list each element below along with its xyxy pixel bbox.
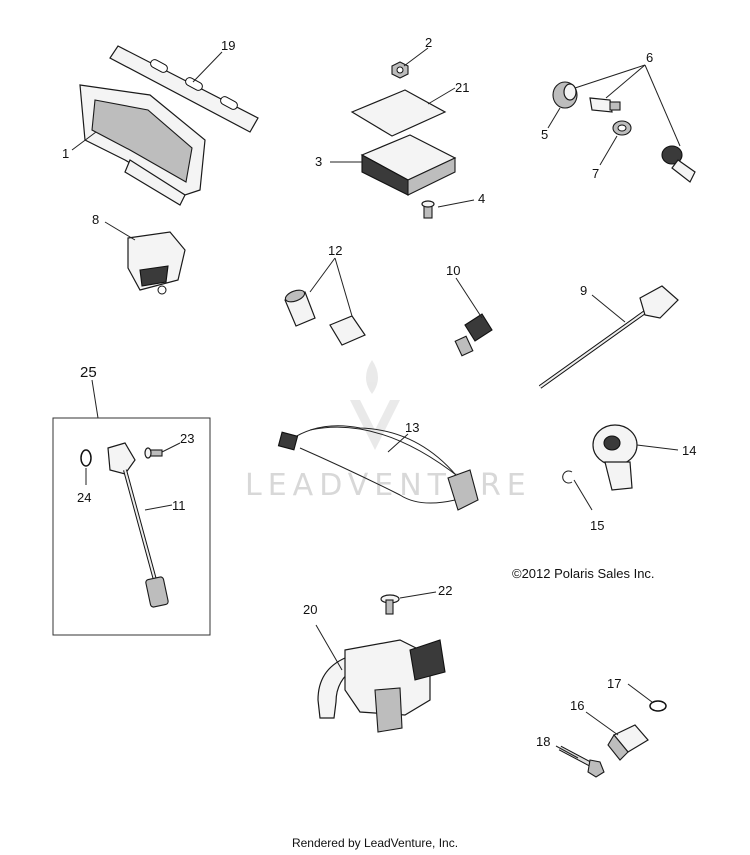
callout-3: 3 (315, 154, 322, 169)
part-7-washer (612, 120, 632, 136)
callout-19: 19 (221, 38, 235, 53)
callout-1: 1 (62, 146, 69, 161)
callout-24: 24 (77, 490, 91, 505)
footer-rendered-by: Rendered by LeadVenture, Inc. (291, 836, 459, 850)
part-19-bracket (109, 45, 259, 133)
part-14-knock-sensor (592, 424, 638, 491)
callout-16: 16 (570, 698, 584, 713)
part-17-oring (649, 700, 667, 712)
part-12-sleeves (284, 289, 366, 346)
part-20-valve-body (317, 639, 446, 733)
part-15-clip (562, 470, 573, 484)
callout-6: 6 (646, 50, 653, 65)
callout-15: 15 (590, 518, 604, 533)
part-21-cover (350, 89, 447, 137)
part-6-key (589, 97, 621, 113)
callout-25: 25 (80, 364, 97, 381)
part-5-cap (552, 81, 578, 109)
callout-11: 11 (172, 498, 186, 513)
callout-12: 12 (328, 243, 342, 258)
part-3-module (360, 134, 457, 196)
part-10-temp-sensor (454, 313, 493, 357)
callout-23: 23 (180, 431, 194, 446)
watermark-text: LEADVENTURE (245, 468, 532, 503)
callout-13: 13 (405, 420, 419, 435)
callout-2: 2 (425, 35, 432, 50)
part-11-sensor-lead (107, 442, 169, 608)
callout-20: 20 (303, 602, 317, 617)
part-9-probe (538, 285, 679, 389)
part-6-sensor (661, 145, 696, 183)
callout-10: 10 (446, 263, 460, 278)
callout-21: 21 (455, 80, 469, 95)
callout-4: 4 (478, 191, 485, 206)
callout-8: 8 (92, 212, 99, 227)
callout-9: 9 (580, 283, 587, 298)
callout-14: 14 (682, 443, 696, 458)
part-22-screw (380, 594, 400, 615)
callout-22: 22 (438, 583, 452, 598)
part-8-sensor (127, 231, 186, 295)
callout-18: 18 (536, 734, 550, 749)
callout-17: 17 (607, 676, 621, 691)
part-1-ecu (79, 84, 206, 206)
part-13-harness (277, 425, 479, 511)
part-24-oring (80, 449, 92, 467)
callout-5: 5 (541, 127, 548, 142)
callout-7: 7 (592, 166, 599, 181)
part-25-box (52, 417, 211, 636)
part-4-screw (421, 200, 435, 219)
part-23-screw (144, 447, 163, 459)
part-16-sensor (607, 724, 649, 761)
copyright-notice: ©2012 Polaris Sales Inc. (512, 566, 655, 581)
watermark-logo (350, 360, 400, 450)
